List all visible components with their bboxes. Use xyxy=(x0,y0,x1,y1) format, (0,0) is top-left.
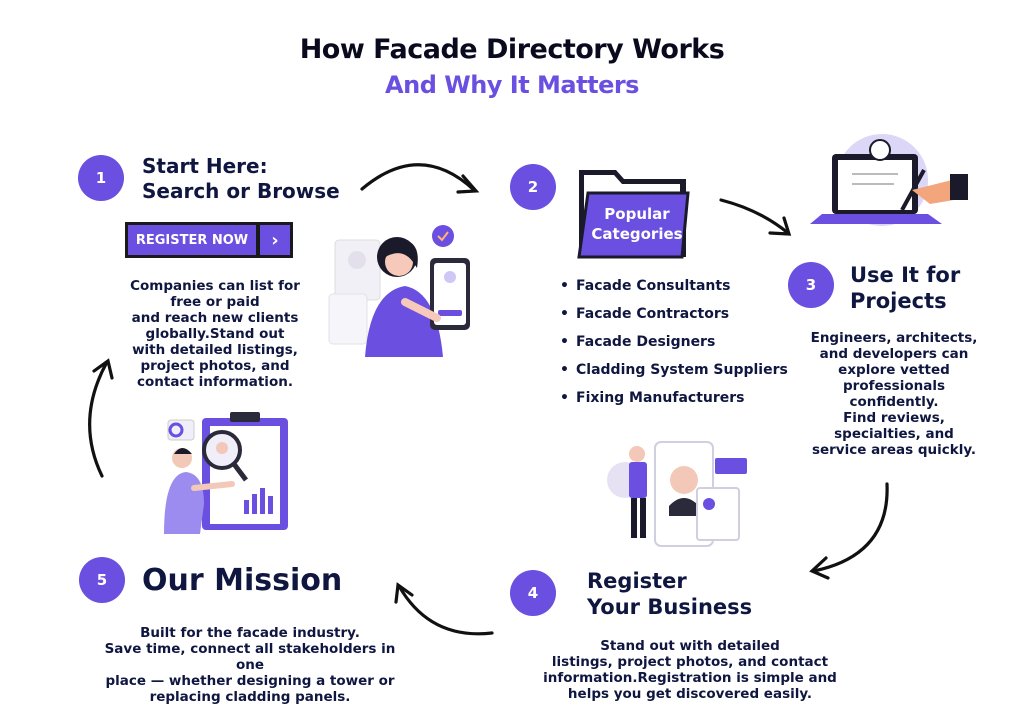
step-1-heading-line1: Start Here: xyxy=(142,154,268,178)
step-1-badge: 1 xyxy=(78,155,124,201)
desc-line: Save time, connect all stakeholders in o… xyxy=(104,641,396,673)
folder-label: Popular Categories xyxy=(588,204,686,244)
profile-registration-illustration xyxy=(607,441,747,547)
desc-line: information.Registration is simple and xyxy=(543,670,837,686)
category-item: Facade Consultants xyxy=(560,276,788,304)
desc-line: Companies can list for xyxy=(130,278,300,294)
desc-line: service areas quickly. xyxy=(811,442,977,458)
arrow-5-to-1 xyxy=(88,360,109,478)
desc-line: listings, project photos, and contact xyxy=(551,654,829,670)
category-list: Facade Consultants Facade Contractors Fa… xyxy=(560,276,788,416)
step-3-badge: 3 xyxy=(788,262,834,308)
desc-line: Find reviews, xyxy=(843,410,945,426)
desc-line: globally.Stand out xyxy=(145,326,285,342)
laptop-signing-illustration xyxy=(810,134,968,226)
folder-label-line1: Popular xyxy=(604,205,670,223)
category-item: Facade Contractors xyxy=(560,304,788,332)
desc-line: and reach new clients xyxy=(131,310,299,326)
step-4-heading-line1: Register xyxy=(587,569,687,593)
desc-line: project photos, and xyxy=(140,358,290,374)
step-3-heading-line2: Projects xyxy=(850,289,947,314)
desc-line: contact information. xyxy=(137,374,293,390)
folder-icon xyxy=(577,170,690,259)
category-item: Facade Designers xyxy=(560,332,788,360)
step-5-description: Built for the facade industry. Save time… xyxy=(90,625,410,705)
folder-label-line2: Categories xyxy=(591,225,683,243)
step-5-heading: Our Mission xyxy=(142,563,343,598)
arrow-4-to-5 xyxy=(397,584,494,636)
step-4-heading: Register Your Business xyxy=(587,568,752,621)
step-3-heading: Use It for Projects xyxy=(850,262,960,315)
woman-with-phone-illustration xyxy=(328,225,470,357)
step-4-description: Stand out with detailed listings, projec… xyxy=(540,638,840,702)
step-5-badge: 5 xyxy=(79,557,125,603)
step-3-description: Engineers, architects, and developers ca… xyxy=(804,330,984,458)
register-now-button[interactable]: REGISTER NOW › xyxy=(125,222,293,258)
desc-line: and developers can xyxy=(819,346,969,362)
desc-line: professionals xyxy=(843,378,945,394)
step-1-heading-line2: Search or Browse xyxy=(142,179,340,203)
desc-line: explore vetted xyxy=(838,362,950,378)
desc-line: confidently. xyxy=(849,394,939,410)
chevron-right-icon: › xyxy=(260,225,290,255)
desc-line: free or paid xyxy=(170,294,260,310)
desc-line: Engineers, architects, xyxy=(810,330,978,346)
category-item: Cladding System Suppliers xyxy=(560,360,788,388)
desc-line: Built for the facade industry. xyxy=(140,625,360,641)
page-title: How Facade Directory Works xyxy=(299,34,725,65)
step-3-heading-line1: Use It for xyxy=(850,263,961,287)
desc-line: Stand out with detailed xyxy=(600,638,780,654)
step-1-heading: Start Here: Search or Browse xyxy=(142,154,340,204)
desc-line: place — whether designing a tower or xyxy=(105,673,395,689)
category-item: Fixing Manufacturers xyxy=(560,388,788,416)
arrow-1-to-2 xyxy=(360,163,476,192)
register-now-label: REGISTER NOW xyxy=(128,225,256,255)
desc-line: with detailed listings, xyxy=(132,342,298,358)
arrow-3-to-4 xyxy=(812,482,889,573)
desc-line: replacing cladding panels. xyxy=(149,689,351,705)
page-subtitle: And Why It Matters xyxy=(385,71,639,99)
step-1-description: Companies can list for free or paid and … xyxy=(100,278,330,390)
magnifier-analysis-illustration xyxy=(164,412,288,534)
step-4-badge: 4 xyxy=(510,570,556,616)
desc-line: helps you get discovered easily. xyxy=(567,686,813,702)
step-4-heading-line2: Your Business xyxy=(587,595,753,620)
desc-line: specialties, and xyxy=(834,426,954,442)
step-2-badge: 2 xyxy=(510,164,556,210)
arrow-2-to-3 xyxy=(719,198,790,235)
